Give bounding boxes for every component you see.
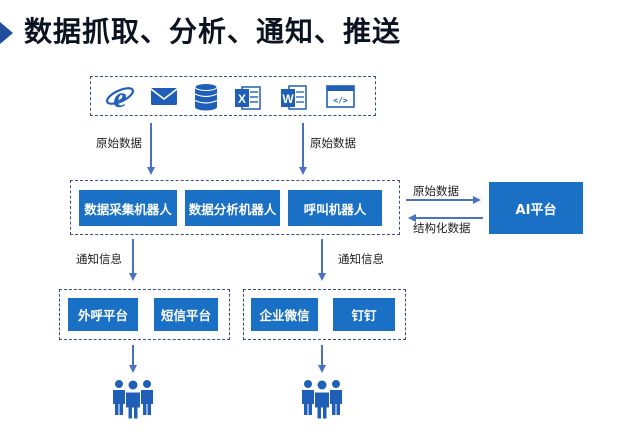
- left-channels-group: [59, 289, 230, 340]
- svg-text:X: X: [238, 92, 246, 106]
- dingtalk-channel: 钉钉: [333, 298, 395, 331]
- svg-text:W: W: [282, 92, 294, 106]
- title-marker: [0, 22, 13, 44]
- page-title: 数据抓取、分析、通知、推送: [24, 15, 402, 48]
- ai-platform: AI平台: [489, 182, 583, 234]
- database-icon: [194, 83, 218, 111]
- flow-label-notify-left: 通知信息: [76, 252, 122, 266]
- sms-platform: 短信平台: [154, 298, 218, 331]
- robots-group: [70, 180, 400, 235]
- data-analysis-robot: 数据分析机器人: [185, 190, 280, 226]
- outbound-call-platform: 外呼平台: [68, 298, 138, 331]
- svg-text:</>: </>: [333, 96, 348, 105]
- people-group-icon-left: [113, 379, 153, 420]
- excel-icon: X: [235, 86, 261, 110]
- flow-label-to-ai: 原始数据: [413, 184, 459, 198]
- data-collection-robot: 数据采集机器人: [79, 190, 177, 226]
- flow-label-raw-right: 原始数据: [310, 136, 356, 150]
- flow-label-notify-right: 通知信息: [338, 252, 384, 266]
- word-icon: W: [281, 85, 307, 110]
- wecom-channel: 企业微信: [251, 298, 318, 331]
- people-group-icon-right: [302, 379, 342, 420]
- svg-text:e: e: [113, 81, 126, 114]
- right-channels-group: [243, 289, 406, 340]
- flow-label-raw-left: 原始数据: [96, 136, 142, 150]
- call-robot: 呼叫机器人: [288, 190, 382, 226]
- mail-icon: [150, 88, 178, 105]
- code-window-icon: </>: [326, 85, 355, 108]
- flow-label-from-ai: 结构化数据: [413, 221, 471, 235]
- data-sources-group: [90, 76, 376, 116]
- ie-icon: e: [106, 81, 134, 114]
